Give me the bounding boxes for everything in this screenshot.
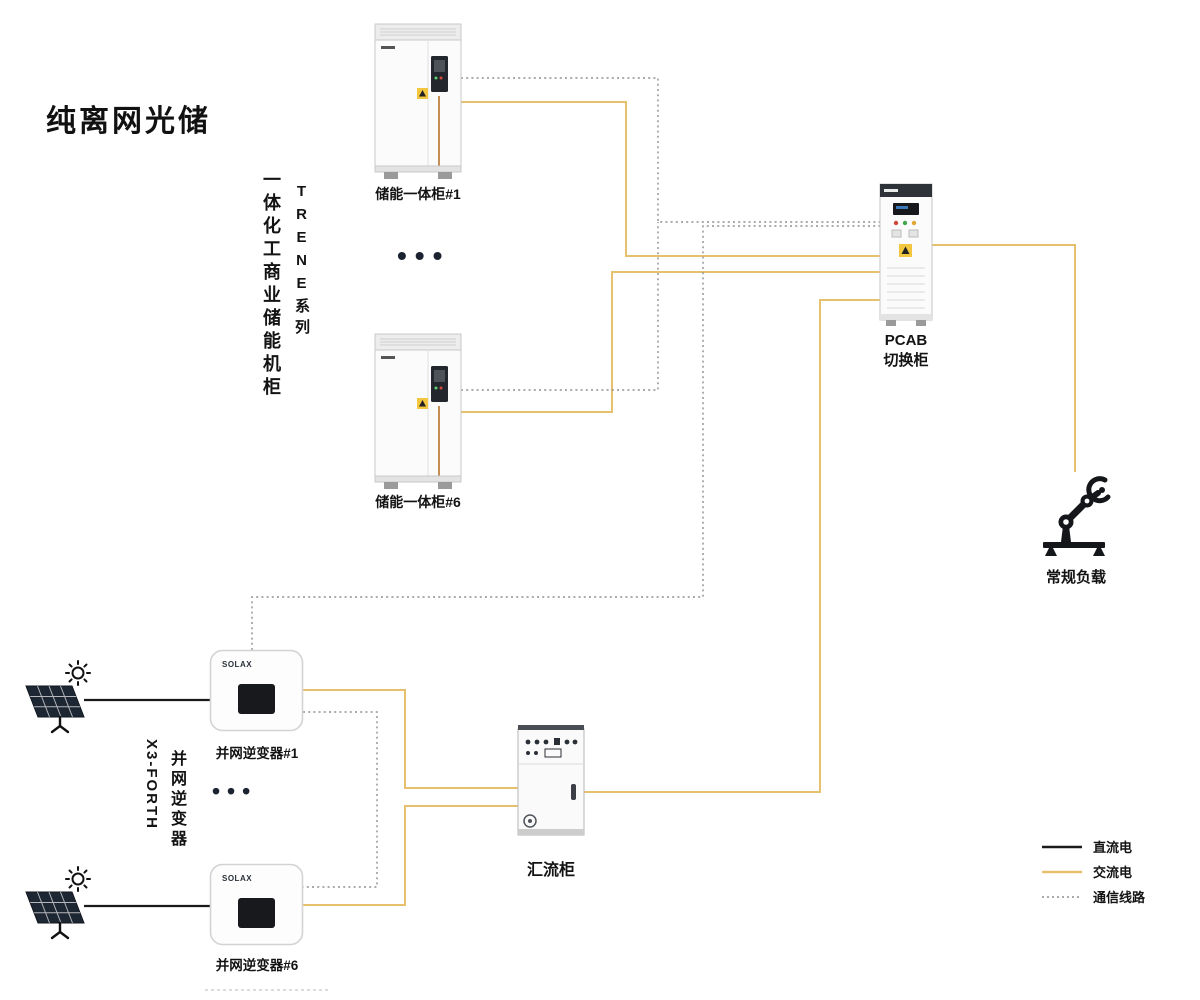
comm-line-inverters-pcab [251, 225, 880, 650]
inverter-model-label: X3-FORTH [143, 739, 160, 830]
inverter-1-label: 并网逆变器#1 [215, 746, 299, 761]
pcab-label-line2: 切换柜 [883, 351, 929, 369]
regular-load-label: 常规负载 [1045, 569, 1106, 586]
combiner-cabinet-icon [515, 722, 587, 849]
inverter-6-label: 并网逆变器#6 [215, 958, 299, 973]
legend-item-dc: 直流电 [1040, 834, 1145, 859]
ac-line-cabinet6-pcab [461, 271, 880, 413]
storage-cabinet-1-label: 储能一体柜#1 [375, 186, 461, 202]
legend-label-dc: 直流电 [1093, 840, 1133, 855]
legend-label-ac: 交流电 [1093, 865, 1133, 880]
solar-panel-1-icon [22, 660, 98, 739]
ac-line-inverter6-combiner [303, 805, 518, 906]
storage-group-label: 一体化工商业储能机柜 [261, 170, 281, 400]
storage-cabinet-1-icon [368, 22, 468, 185]
robot-arm-icon [1035, 470, 1115, 565]
legend-item-comm: 通信线路 [1040, 884, 1145, 909]
ac-line-cabinet1-pcab [461, 101, 880, 257]
inverter-group-label: 并网逆变器 [168, 750, 185, 850]
legend-label-comm: 通信线路 [1093, 890, 1146, 905]
storage-ellipsis: ••• [397, 240, 451, 271]
legend-item-ac: 交流电 [1040, 859, 1145, 884]
dc-line-swatch [1042, 845, 1082, 848]
inverter-1-icon: SOLAX [208, 648, 305, 741]
legend: 直流电 交流电 通信线路 [1040, 834, 1145, 909]
storage-cabinet-6-icon [368, 332, 468, 495]
ac-line-inverter1-combiner [303, 689, 518, 789]
combiner-cabinet-label: 汇流柜 [526, 862, 575, 879]
pcab-label: PCAB 切换柜 [856, 331, 956, 370]
comm-line-cabinet1-pcab [461, 77, 880, 223]
pcab-label-line1: PCAB [884, 332, 928, 349]
solar-panel-2-icon [22, 866, 98, 945]
comm-line-inverter1-inverter6 [303, 711, 378, 888]
inverter-6-icon: SOLAX [208, 862, 305, 955]
comm-line-swatch [1042, 895, 1082, 898]
ac-line-combiner-pcab [584, 299, 880, 793]
inverter-brand-logo: SOLAX [222, 874, 252, 883]
inverter-ellipsis: ••• [212, 778, 258, 804]
diagram-title: 纯离网光储 [46, 105, 211, 138]
storage-cabinet-6-label: 储能一体柜#6 [375, 494, 461, 510]
ac-line-swatch [1042, 870, 1082, 873]
inverter-brand-logo: SOLAX [222, 660, 252, 669]
comm-line-cabinet6-junction [461, 222, 659, 391]
pcab-cabinet-icon [878, 182, 934, 332]
storage-series-label: TRENE系列 [293, 183, 310, 340]
